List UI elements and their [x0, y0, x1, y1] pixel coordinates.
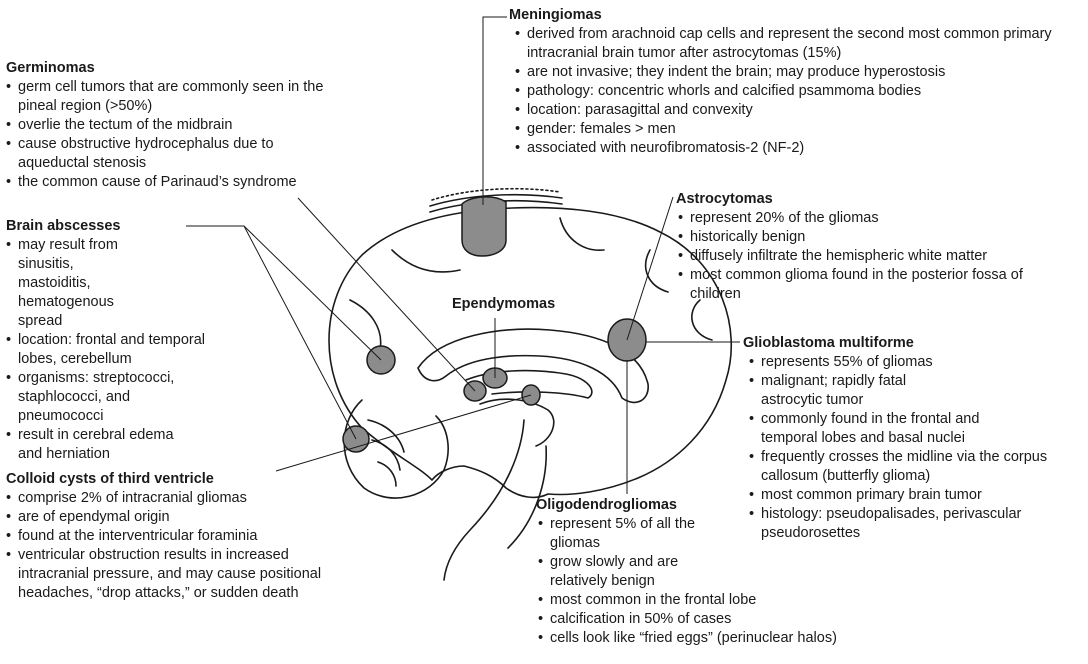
brainstem	[444, 420, 524, 580]
list-item: diffusely infiltrate the hemispheric whi…	[678, 247, 1081, 266]
meningiomas-list: derived from arachnoid cap cells and rep…	[509, 25, 1084, 158]
list-item: malignant; rapidly fatal astrocytic tumo…	[749, 372, 951, 410]
list-item: found at the interventricular foraminia	[6, 527, 386, 546]
astrocytomas-block: Astrocytomas represent 20% of the glioma…	[676, 190, 1081, 304]
germinomas-title: Germinomas	[6, 59, 386, 78]
list-item: result in cerebral edema and herniation	[6, 426, 188, 464]
abscess-leader-line	[244, 226, 356, 439]
list-item: location: parasagittal and convexity	[515, 101, 1084, 120]
diencephalon	[480, 399, 554, 446]
list-item: germ cell tumors that are commonly seen …	[6, 78, 336, 116]
astrocytomas-title: Astrocytomas	[676, 190, 1081, 209]
colloid-list: comprise 2% of intracranial gliomas are …	[6, 489, 386, 603]
list-item: calcification in 50% of cases	[538, 610, 886, 629]
list-item: derived from arachnoid cap cells and rep…	[515, 25, 1084, 63]
colloid-title: Colloid cysts of third ventricle	[6, 470, 386, 489]
glioblastoma-title: Glioblastoma multiforme	[743, 334, 1083, 353]
list-item: associated with neurofibromatosis-2 (NF-…	[515, 139, 1084, 158]
meningioma-tumor	[462, 197, 506, 256]
list-item: most common in the frontal lobe	[538, 591, 886, 610]
brain-gyrus	[350, 300, 381, 350]
list-item: commonly found in the frontal and tempor…	[749, 410, 1036, 448]
oligodendrogliomas-list: represent 5% of all the gliomas grow slo…	[536, 515, 886, 648]
list-item: gender: females > men	[515, 120, 1084, 139]
germinomas-block: Germinomas germ cell tumors that are com…	[6, 59, 386, 192]
ependymomas-title: Ependymomas	[452, 296, 555, 312]
brain-gyrus	[692, 300, 712, 340]
list-item: represents 55% of gliomas	[749, 353, 1083, 372]
colloid-block: Colloid cysts of third ventricle compris…	[6, 470, 386, 603]
list-item: ventricular obstruction results in incre…	[6, 546, 363, 603]
list-item: overlie the tectum of the midbrain	[6, 116, 336, 135]
meningiomas-leader-line	[483, 17, 507, 205]
list-item: represent 20% of the gliomas	[678, 209, 1081, 228]
list-item: are not invasive; they indent the brain;…	[515, 63, 1084, 82]
abscesses-list: may result from sinusitis, mastoiditis, …	[6, 236, 246, 464]
list-item: cause obstructive hydrocephalus due to a…	[6, 135, 336, 173]
list-item: may result from sinusitis, mastoiditis, …	[6, 236, 148, 331]
oligodendrogliomas-title: Oligodendrogliomas	[536, 496, 886, 515]
list-item: historically benign	[678, 228, 1081, 247]
list-item: represent 5% of all the gliomas	[538, 515, 700, 553]
list-item: most common glioma found in the posterio…	[678, 266, 1050, 304]
oligodendrogliomas-block: Oligodendrogliomas represent 5% of all t…	[536, 496, 886, 648]
meningiomas-title: Meningiomas	[509, 6, 1084, 25]
list-item: are of ependymal origin	[6, 508, 386, 527]
astrocytomas-list: represent 20% of the gliomas historicall…	[676, 209, 1081, 304]
germinomas-list: germ cell tumors that are commonly seen …	[6, 78, 336, 192]
list-item: location: frontal and temporal lobes, ce…	[6, 331, 246, 369]
astrocytoma-leader-line	[627, 197, 673, 340]
list-item: grow slowly and are relatively benign	[538, 553, 720, 591]
brain-gyrus	[560, 218, 604, 250]
abscesses-title: Brain abscesses	[6, 217, 251, 236]
list-item: frequently crosses the midline via the c…	[749, 448, 1061, 486]
list-item: the common cause of Parinaud’s syndrome	[6, 173, 336, 192]
list-item: cells look like “fried eggs” (perinuclea…	[538, 629, 886, 648]
list-item: comprise 2% of intracranial gliomas	[6, 489, 386, 508]
brain-gyrus	[392, 250, 460, 272]
list-item: pathology: concentric whorls and calcifi…	[515, 82, 1084, 101]
meningiomas-block: Meningiomas derived from arachnoid cap c…	[509, 6, 1084, 158]
list-item: organisms: streptococci, staphlococci, a…	[6, 369, 188, 426]
abscesses-block: Brain abscesses may result from sinusiti…	[6, 217, 251, 464]
